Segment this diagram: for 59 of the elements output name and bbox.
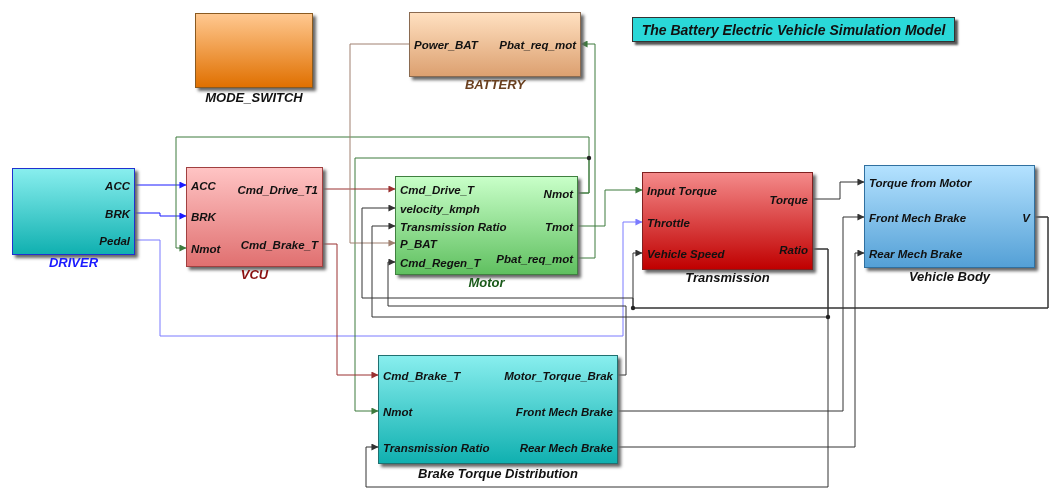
title-banner: The Battery Electric Vehicle Simulation Model	[632, 17, 955, 42]
port-label: ACC	[191, 179, 216, 193]
port-label: Cmd_Brake_T	[383, 369, 461, 383]
port-label: P_BAT	[400, 237, 437, 251]
port-label: Tmot	[544, 220, 573, 234]
port-label: Rear Mech Brake	[519, 441, 613, 455]
port-label: Cmd_Regen_T	[400, 256, 481, 270]
port-label: ACC	[105, 179, 130, 193]
port-label: Motor_Torque_Brak	[504, 369, 613, 383]
block-name: BATTERY	[464, 77, 526, 92]
port-label: Transmission Ratio	[400, 220, 507, 234]
port-label: Nmot	[191, 242, 221, 256]
port-label: Throttle	[647, 216, 690, 230]
port-label: Front Mech Brake	[869, 211, 967, 225]
signal-line	[617, 213, 865, 412]
port-label: Power_BAT	[414, 38, 478, 52]
block-name: Vehicle Body	[908, 269, 991, 284]
signal-line	[175, 136, 590, 252]
signal-line	[134, 181, 187, 189]
signal-line	[617, 249, 865, 448]
signal-line	[371, 222, 829, 318]
port-label: Transmission Ratio	[383, 441, 490, 455]
block-name: Transmission	[685, 270, 770, 285]
port-label: BRK	[191, 210, 216, 224]
port-label: BRK	[105, 207, 130, 221]
signal-line	[349, 43, 410, 247]
port-label: Rear Mech Brake	[869, 247, 963, 261]
signal-line	[322, 243, 379, 379]
port-label: Cmd_Drive_T	[400, 183, 475, 197]
signal-line	[134, 212, 187, 220]
port-label: Nmot	[383, 405, 413, 419]
port-label: Cmd_Drive_T1	[237, 183, 318, 197]
port-label: Front Mech Brake	[515, 405, 613, 419]
signal-line	[577, 186, 643, 227]
signal-line	[812, 178, 865, 200]
port-label: Input Torque	[647, 184, 717, 198]
port-label: Pedal	[99, 234, 130, 248]
port-label: Torque from Motor	[869, 176, 972, 190]
port-label: Pbat_req_mot	[496, 252, 573, 266]
block-name: Brake Torque Distribution	[418, 466, 578, 481]
block-name: Motor	[468, 275, 505, 290]
block-name: MODE_SWITCH	[205, 90, 303, 105]
signal-line	[134, 218, 643, 337]
signal-line	[322, 185, 396, 193]
signal-line	[387, 258, 627, 376]
port-label: Cmd_Brake_T	[240, 238, 318, 252]
port-label: Nmot	[543, 187, 573, 201]
port-label: Pbat_req_mot	[499, 38, 576, 52]
signal-line	[577, 40, 596, 259]
block-name: VCU	[240, 267, 269, 282]
signal-line	[365, 248, 829, 488]
port-label: Torque	[769, 193, 808, 207]
port-label: Vehicle Speed	[647, 247, 725, 261]
port-label: V	[1022, 211, 1030, 225]
block-name: DRIVER	[48, 255, 99, 270]
port-label: velocity_kmph	[400, 202, 480, 216]
port-label: Ratio	[779, 243, 808, 257]
signal-line	[632, 216, 1049, 309]
signal-line	[354, 157, 590, 415]
